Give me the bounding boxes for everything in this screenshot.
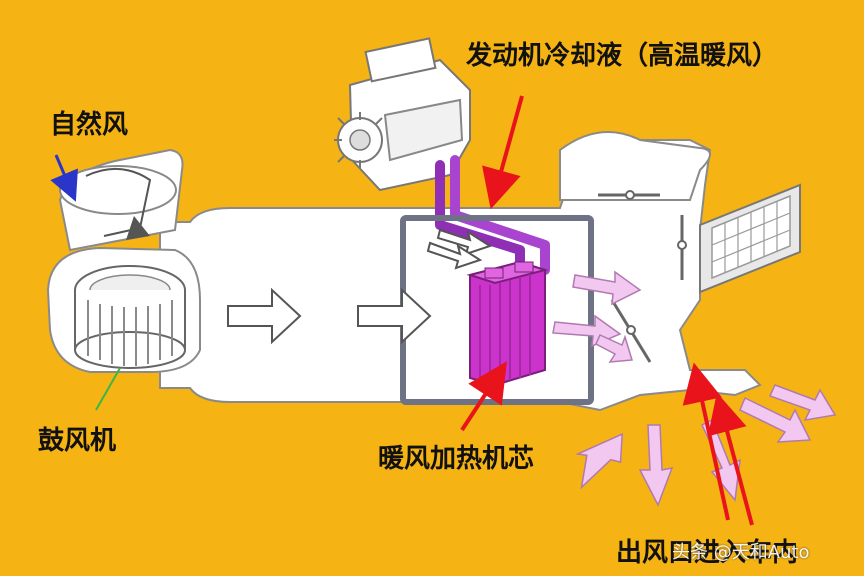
pointer-coolant: [482, 95, 524, 210]
heater-core: [466, 260, 549, 387]
upper-outlet-plenum: [559, 131, 711, 201]
label-natural-air: 自然风: [50, 110, 129, 140]
damper-lower: [610, 299, 652, 363]
pointer-outlet-2: [707, 392, 754, 526]
airflow-arrows-outlet: [552, 270, 837, 507]
damper-upper: [598, 190, 660, 200]
damper-side: [677, 215, 687, 280]
label-blower: 鼓风机: [38, 426, 117, 456]
airflow-arrows-core: [426, 228, 493, 270]
label-coolant: 发动机冷却液（高温暖风）: [466, 41, 779, 71]
cabin-filter: [699, 183, 801, 294]
airflow-arrows-duct: [227, 287, 432, 345]
pointer-heater-core: [460, 361, 507, 432]
watermark: 头条 @天和Auto: [672, 542, 810, 563]
blower-housing: [46, 246, 201, 373]
air-intake-hood: [58, 148, 184, 252]
label-heater-core: 暖风加热机芯: [378, 444, 535, 474]
pointer-blower: [95, 367, 121, 411]
pointer-natural-air: [50, 154, 78, 202]
engine-unit: [334, 37, 471, 192]
label-outlet: 出风口进入车内: [616, 538, 799, 568]
pointer-outlet-1: [682, 362, 730, 521]
